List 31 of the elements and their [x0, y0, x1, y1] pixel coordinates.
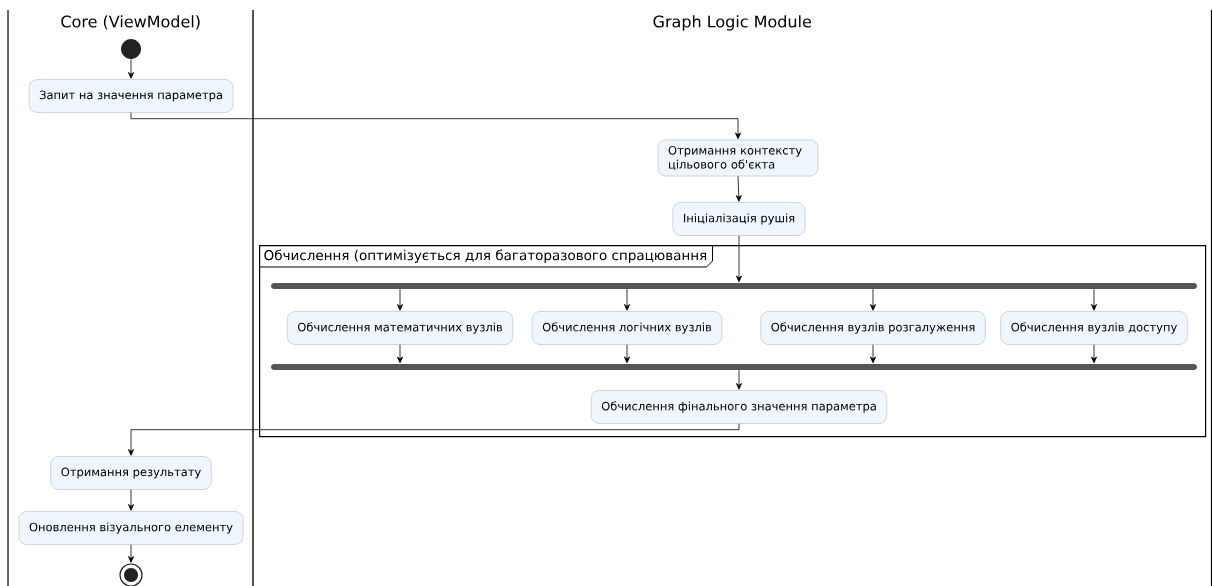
- action-box: Обчислення фінального значення параметра: [590, 390, 888, 424]
- arrow: [397, 288, 403, 311]
- arrow: [624, 344, 630, 364]
- arrow: [130, 112, 741, 140]
- arrow: [1091, 288, 1097, 311]
- arrow: [128, 544, 134, 563]
- start-node: [121, 39, 141, 59]
- action-box: Оновлення візуального елементу: [18, 511, 244, 545]
- arrow: [870, 288, 876, 311]
- action-box: Обчислення логічних вузлів: [531, 311, 723, 345]
- action-box: Обчислення вузлів доступу: [1000, 311, 1188, 345]
- action-box: Запит на значення параметра: [28, 79, 234, 113]
- action-box: Отримання контексту цільового об'єкта: [657, 139, 819, 177]
- arrow: [624, 288, 630, 311]
- action-box: Обчислення вузлів розгалуження: [760, 311, 986, 345]
- end-node: [119, 563, 143, 586]
- sync-bar: [271, 283, 1197, 289]
- arrow: [128, 423, 740, 456]
- arrow: [397, 344, 403, 364]
- action-box: Обчислення математичних вузлів: [287, 311, 513, 345]
- arrow: [870, 344, 876, 364]
- arrow: [1091, 344, 1097, 364]
- arrow: [736, 235, 742, 283]
- arrow: [128, 58, 134, 79]
- sync-bar: [271, 364, 1197, 370]
- action-box: Отримання результату: [50, 456, 212, 490]
- arrow: [736, 369, 742, 390]
- arrow: [128, 489, 134, 511]
- action-box: Ініціалізація рушія: [672, 202, 806, 236]
- node-label: Graph Logic Module: [653, 15, 811, 31]
- arrow: [735, 175, 742, 202]
